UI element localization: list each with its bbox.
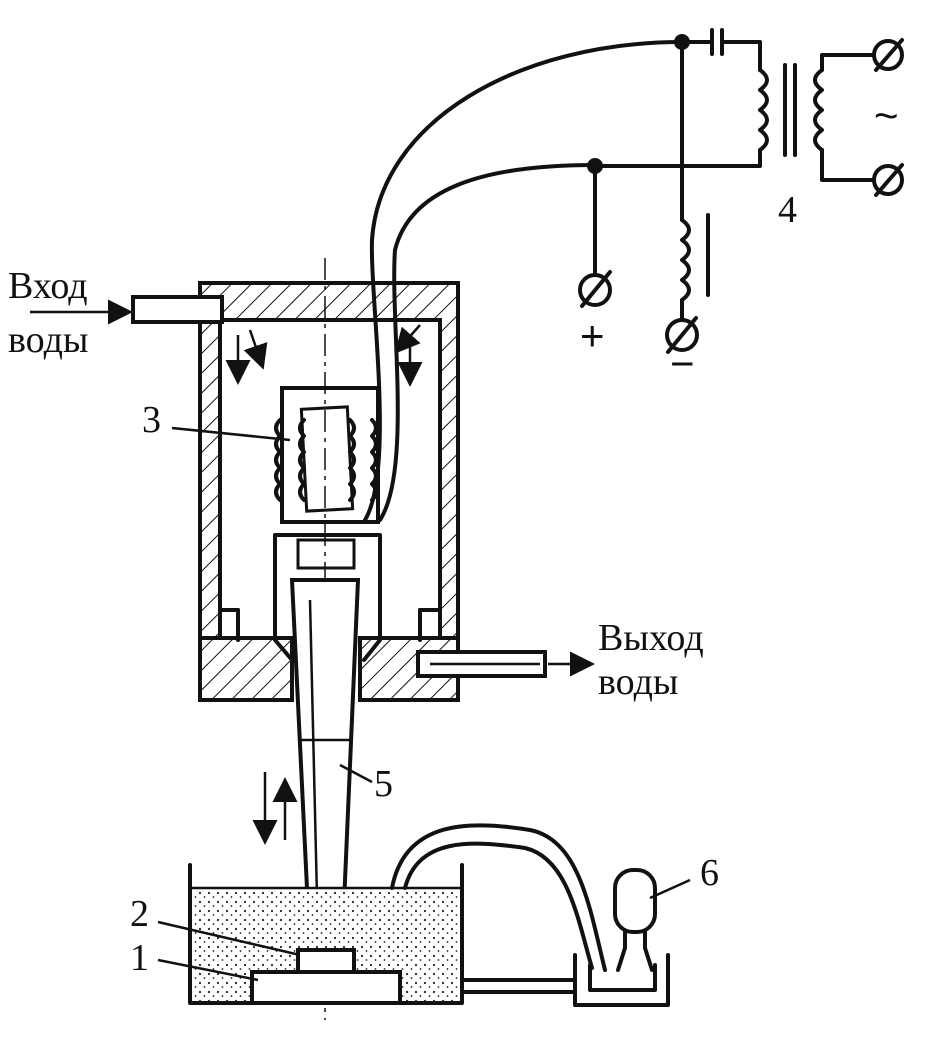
part-number-5: 5 [374, 763, 393, 805]
water-in-label-line1: Вход [8, 265, 88, 307]
vibration-arrows [252, 772, 298, 845]
slurry-pump [390, 823, 670, 1007]
part-number-2: 2 [130, 893, 149, 935]
water-out-label-line2: воды [598, 661, 678, 703]
minus-sign: − [670, 340, 695, 387]
slurry-bath [188, 863, 577, 1005]
leader-lines [157, 426, 691, 982]
part-number-1: 1 [130, 937, 149, 979]
water-out-label-line1: Выход [598, 617, 704, 659]
ac-symbol: ~ [874, 92, 899, 139]
part-number-3: 3 [142, 399, 161, 441]
generator-circuit [578, 28, 904, 354]
part-number-4: 4 [778, 189, 797, 231]
tool [296, 948, 356, 974]
transducer-coil [274, 386, 380, 524]
plus-sign: + [580, 312, 605, 359]
water-in-label-line2: воды [8, 319, 88, 361]
workpiece [250, 970, 402, 1005]
part-number-6: 6 [700, 852, 719, 894]
transducer-cables [363, 40, 684, 522]
